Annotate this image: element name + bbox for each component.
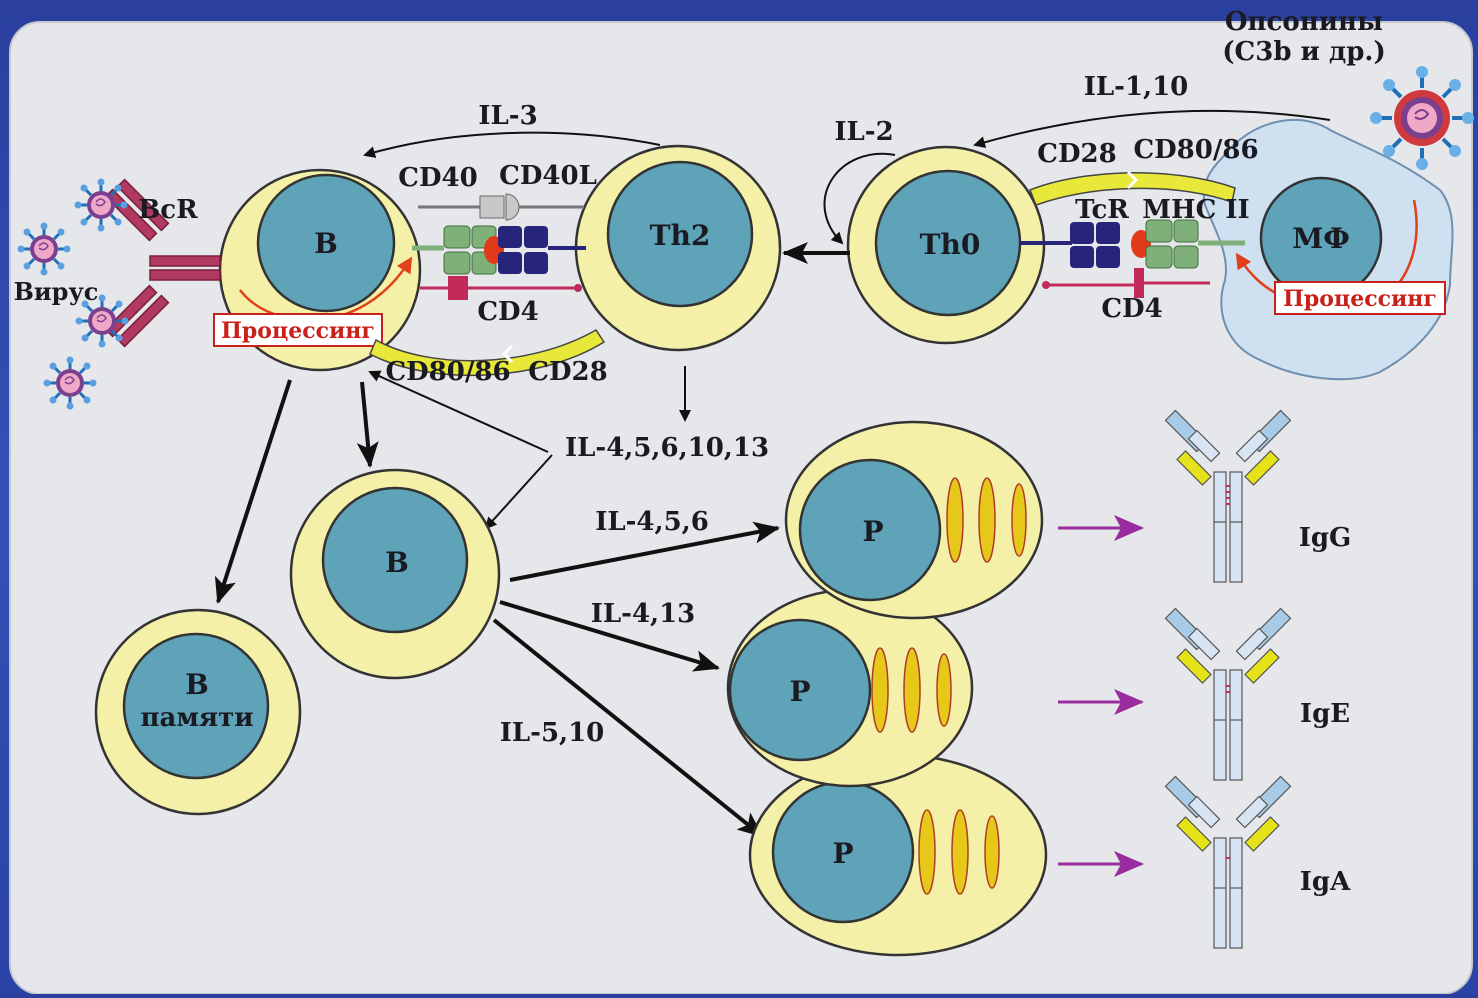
igg-antibody-icon [1164, 409, 1292, 583]
il-5-10-label: IL-5,10 [500, 718, 605, 748]
cd40l-label: CD40L [499, 161, 597, 191]
plasma-cell-2-label: P [789, 675, 810, 708]
bcr-label: BcR [138, 195, 198, 225]
opsonized-virus-icon [1368, 64, 1476, 172]
plasma-cell-3-label: P [832, 837, 853, 870]
virus-label: Вирус [14, 277, 99, 306]
cd80-86-bottom-label: CD80/86 [385, 357, 510, 387]
cd28-cd80-band-top [1029, 172, 1236, 206]
virus-icon-4 [42, 355, 98, 411]
plasma-cell-1 [784, 420, 1044, 620]
b-to-plasma-iga-arrow [492, 618, 764, 838]
opsonins-label-line1: Опсонины [1225, 7, 1383, 37]
memory-b-label-line1: B [185, 668, 209, 701]
il-4-5-6-10-13-label: IL-4,5,6,10,13 [565, 433, 769, 463]
cd40-cd40l-pair [418, 193, 584, 221]
b-to-plasma-ige-arrow [499, 600, 720, 672]
iga-label: IgA [1300, 867, 1351, 897]
b-to-b2-arrow [356, 381, 379, 468]
plasma-cell-2 [726, 588, 974, 788]
b-cell-main-label: B [314, 227, 338, 260]
iga-antibody-icon [1164, 775, 1292, 949]
cd80-86-top-label: CD80/86 [1133, 135, 1258, 165]
tcr-label: TcR [1075, 195, 1129, 225]
cd4-right [1042, 268, 1210, 298]
cd4-left [420, 276, 582, 300]
mhc2-label: MHC II [1142, 195, 1249, 225]
il-1-10-label: IL-1,10 [1084, 72, 1189, 102]
th2-label: Th2 [650, 219, 711, 252]
virus-icon-1 [73, 177, 129, 233]
tcr-mhc-complex-right [1020, 219, 1245, 269]
il-1-10-arrow [973, 109, 1331, 149]
memory-b-cell-nucleus [122, 632, 270, 780]
memory-b-label-line2: памяти [140, 703, 253, 733]
opsonins-label-line2: (C3b и др.) [1222, 37, 1386, 67]
igg-label: IgG [1299, 523, 1352, 553]
cytokines-to-b2-arrow [484, 454, 553, 530]
processing-label-left: Процессинг [221, 318, 375, 344]
il-3-label: IL-3 [478, 101, 537, 131]
cd28-top-label: CD28 [1037, 139, 1116, 169]
th0-label: Th0 [920, 228, 981, 261]
plasma-cell-1-label: P [862, 515, 883, 548]
b-to-plasma-igg-arrow [509, 521, 780, 582]
cd28-bottom-label: CD28 [528, 357, 607, 387]
b-cell-second-nucleus [321, 486, 469, 634]
b-to-memory-arrow [214, 379, 292, 604]
il-2-label: IL-2 [834, 117, 893, 147]
processing-box-left [213, 313, 383, 347]
il-4-5-6-label: IL-4,5,6 [595, 507, 709, 537]
cytokines-to-b-arrow [368, 370, 549, 453]
b-cell-main-nucleus [256, 173, 396, 313]
macrophage-label: МФ [1292, 222, 1350, 255]
b-cell-second-label: B [385, 546, 409, 579]
il-4-13-label: IL-4,13 [591, 599, 696, 629]
bcr-receptor [104, 178, 221, 348]
cd80-cd28-band-bottom [369, 328, 606, 377]
ige-label: IgE [1300, 699, 1350, 729]
cd4-right-label: CD4 [1101, 294, 1162, 324]
th2-nucleus [606, 160, 754, 308]
mhc-tcr-complex-left [412, 225, 586, 275]
il-2-arrow [823, 152, 896, 245]
plasma-cell-3 [748, 753, 1048, 957]
processing-box-right [1274, 281, 1446, 315]
ige-antibody-icon [1164, 607, 1292, 781]
processing-label-right: Процессинг [1283, 286, 1437, 312]
il-3-arrow [363, 131, 661, 158]
cd4-left-label: CD4 [477, 297, 538, 327]
virus-icon-2 [16, 221, 72, 277]
cd40-label: CD40 [398, 163, 477, 193]
